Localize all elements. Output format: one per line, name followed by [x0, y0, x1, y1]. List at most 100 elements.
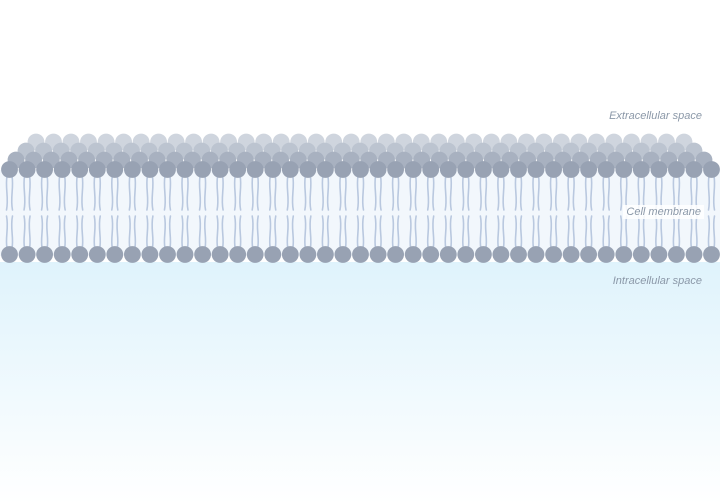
lipid-tail	[75, 215, 79, 249]
lipid-tail	[5, 215, 9, 249]
lipid-tail	[268, 215, 272, 249]
lipid-tail	[63, 175, 67, 211]
lipid-tail	[391, 175, 395, 211]
upper-lipid-head	[580, 161, 597, 178]
lipid-tail	[712, 215, 716, 249]
lipid-tail	[414, 175, 418, 211]
lower-lipid-head	[369, 246, 387, 263]
lipid-tail	[642, 215, 646, 249]
lipid-tail	[256, 215, 260, 249]
lipid-tail	[186, 215, 189, 249]
lipid-tail	[23, 175, 26, 211]
lower-lipid-head	[580, 246, 597, 263]
upper-lipid-head	[53, 161, 71, 178]
lipid-tail	[607, 175, 611, 211]
lipid-tail	[10, 215, 14, 249]
upper-lipid-head	[650, 161, 668, 178]
lipid-tail	[81, 215, 84, 249]
lipid-tail	[391, 215, 395, 249]
lower-lipid-head	[141, 246, 159, 263]
lipid-tail	[321, 175, 325, 211]
upper-lipid-head	[159, 161, 176, 178]
lipid-tail	[303, 175, 307, 211]
upper-lipid-head	[422, 161, 440, 178]
lipid-tail	[584, 215, 588, 249]
lower-lipid-head	[562, 246, 580, 263]
lipid-tail	[484, 215, 488, 249]
lower-lipid-head	[545, 246, 562, 263]
upper-lipid-head	[562, 161, 580, 178]
lower-lipid-head	[387, 246, 404, 263]
lipid-tail	[256, 175, 260, 211]
lipid-tail	[584, 175, 588, 211]
lipid-tail	[532, 175, 535, 211]
upper-lipid-head	[229, 161, 247, 178]
lipid-tail	[5, 175, 9, 211]
upper-lipid-head	[545, 161, 562, 178]
lipid-tail	[607, 215, 611, 249]
lower-lipid-head	[18, 246, 36, 263]
lipid-tail	[303, 215, 307, 249]
lower-lipid-head	[334, 246, 352, 263]
upper-lipid-head	[527, 161, 545, 178]
upper-lipid-head	[317, 161, 334, 178]
lipid-tail	[251, 175, 254, 211]
lipid-tail	[238, 175, 242, 211]
lipid-tail	[151, 175, 154, 211]
upper-lipid-head	[264, 161, 282, 178]
lipid-tail	[361, 215, 365, 249]
lipid-tail	[268, 175, 272, 211]
lipid-tail	[484, 175, 488, 211]
lipid-tail	[537, 215, 540, 249]
lower-lipid-head	[422, 246, 440, 263]
intracellular-space-label: Intracellular space	[612, 275, 702, 287]
cell-membrane-label: Cell membrane	[623, 205, 704, 219]
lipid-tail	[181, 215, 184, 249]
lower-lipid-head	[123, 246, 141, 263]
lipid-tail	[619, 175, 623, 211]
lipid-tail	[672, 215, 676, 249]
upper-lipid-head	[71, 161, 89, 178]
lipid-tail	[40, 175, 44, 211]
upper-lipid-head	[615, 161, 633, 178]
intracellular-region	[0, 262, 720, 504]
lipid-tail	[514, 175, 518, 211]
lipid-tail	[589, 215, 593, 249]
lower-lipid-head	[650, 246, 668, 263]
lipid-tail	[40, 215, 44, 249]
lipid-tail	[619, 215, 623, 249]
upper-lipid-head	[106, 161, 124, 178]
lipid-tail	[589, 175, 593, 211]
lower-lipid-head	[475, 246, 492, 263]
lipid-tail	[326, 215, 330, 249]
lipid-tail	[379, 175, 382, 211]
lower-lipid-head	[159, 246, 176, 263]
lipid-tail	[344, 215, 347, 249]
lipid-tail	[110, 175, 114, 211]
lipid-tail	[116, 215, 119, 249]
lipid-tail	[93, 215, 96, 249]
lipid-tail	[309, 215, 312, 249]
lower-lipid-head	[211, 246, 229, 263]
lipid-tail	[479, 175, 483, 211]
lipid-tail	[432, 175, 435, 211]
lower-lipid-head	[194, 246, 212, 263]
lipid-tail	[151, 215, 154, 249]
upper-lipid-head	[632, 161, 650, 178]
upper-lipid-head	[597, 161, 615, 178]
upper-lipid-head	[246, 161, 264, 178]
lipid-tail	[75, 175, 79, 211]
lower-lipid-head	[246, 246, 264, 263]
upper-lipid-head	[211, 161, 229, 178]
lipid-tail	[291, 215, 295, 249]
upper-leaflet-heads	[1, 161, 720, 178]
lipid-tail	[181, 175, 184, 211]
lipid-tail	[221, 175, 224, 211]
lipid-tail	[274, 175, 277, 211]
lipid-tail	[654, 215, 658, 249]
lipid-tail	[339, 215, 342, 249]
lipid-tail	[625, 215, 628, 249]
lipid-tail	[128, 175, 132, 211]
upper-lipid-head	[352, 161, 369, 178]
